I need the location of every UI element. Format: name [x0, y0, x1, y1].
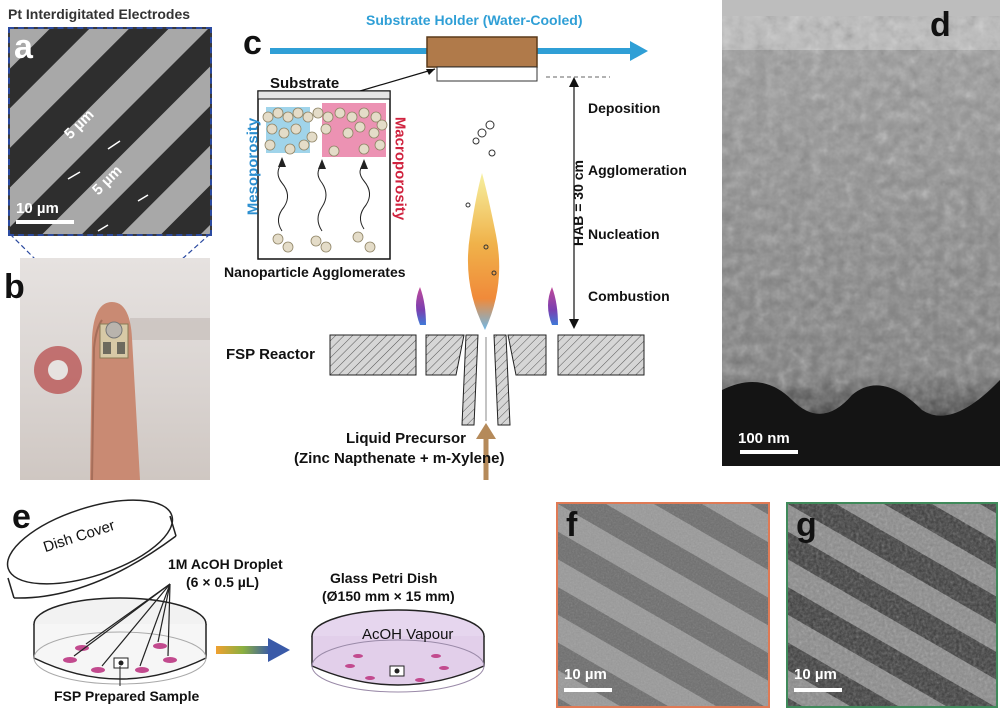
panel-f-sem-image — [556, 502, 770, 708]
panel-label-c: c — [243, 24, 262, 62]
holder-arrow-icon — [630, 41, 648, 61]
droplet-line-2: (6 × 0.5 µL) — [186, 574, 260, 590]
process-arrow-icon — [268, 638, 290, 662]
macroporosity-label: Macroporosity — [391, 116, 409, 221]
precursor-arrow-icon — [476, 423, 496, 439]
panel-f-scale-bar — [564, 688, 612, 692]
panel-a-scale-bar — [16, 220, 74, 224]
hab-label: HAB = 30 cm — [570, 160, 586, 246]
porous-film-texture — [722, 0, 1000, 466]
panel-d-scale-bar — [740, 450, 798, 454]
panel-label-b: b — [4, 268, 25, 306]
electrode-stripes — [10, 29, 210, 234]
panel-f-scale-label: 10 µm — [564, 666, 607, 683]
panel-a-scale-label: 10 µm — [16, 200, 59, 217]
panel-label-e: e — [12, 498, 31, 536]
vapour-treatment-schematic — [6, 499, 485, 693]
panel-f-stripes — [558, 504, 768, 706]
agglomerates-label: Nanoparticle Agglomerates — [224, 264, 406, 280]
panel-a-sem-image — [8, 27, 212, 236]
petri-line-1: Glass Petri Dish — [330, 570, 438, 586]
panel-g-sem-image — [786, 502, 998, 708]
substrate-holder-label: Substrate Holder (Water-Cooled) — [366, 12, 583, 28]
step-nucleation: Nucleation — [588, 226, 660, 242]
finger-with-sensor — [34, 302, 210, 480]
step-agglomeration: Agglomeration — [588, 162, 687, 178]
panel-g-scale-bar — [794, 688, 842, 692]
mesoporosity-label: Mesoporosity — [244, 117, 262, 216]
precursor-line-2: (Zinc Napthenate + m-Xylene) — [294, 450, 505, 467]
panel-g-stripes — [788, 504, 996, 706]
reactor-label: FSP Reactor — [226, 346, 315, 363]
panel-b-photo — [20, 258, 210, 480]
panel-label-d: d — [930, 6, 951, 44]
precursor-line-1: Liquid Precursor — [346, 430, 467, 447]
step-combustion: Combustion — [588, 288, 670, 304]
panel-d-scale-label: 100 nm — [738, 430, 790, 447]
sample-label: FSP Prepared Sample — [54, 688, 200, 704]
fsp-schematic — [257, 36, 648, 480]
vapour-label: AcOH Vapour — [362, 626, 454, 643]
petri-line-2: (Ø150 mm × 15 mm) — [322, 588, 455, 604]
panel-d-sem-image — [722, 0, 1000, 466]
panel-a-title: Pt Interdigitated Electrodes — [8, 6, 191, 22]
panel-g-scale-label: 10 µm — [794, 666, 837, 683]
panel-label-f: f — [566, 506, 578, 544]
substrate-label: Substrate — [270, 75, 340, 92]
step-deposition: Deposition — [588, 100, 661, 116]
panel-label-g: g — [796, 506, 817, 544]
panel-label-a: a — [14, 28, 33, 66]
droplet-line-1: 1M AcOH Droplet — [168, 556, 283, 572]
